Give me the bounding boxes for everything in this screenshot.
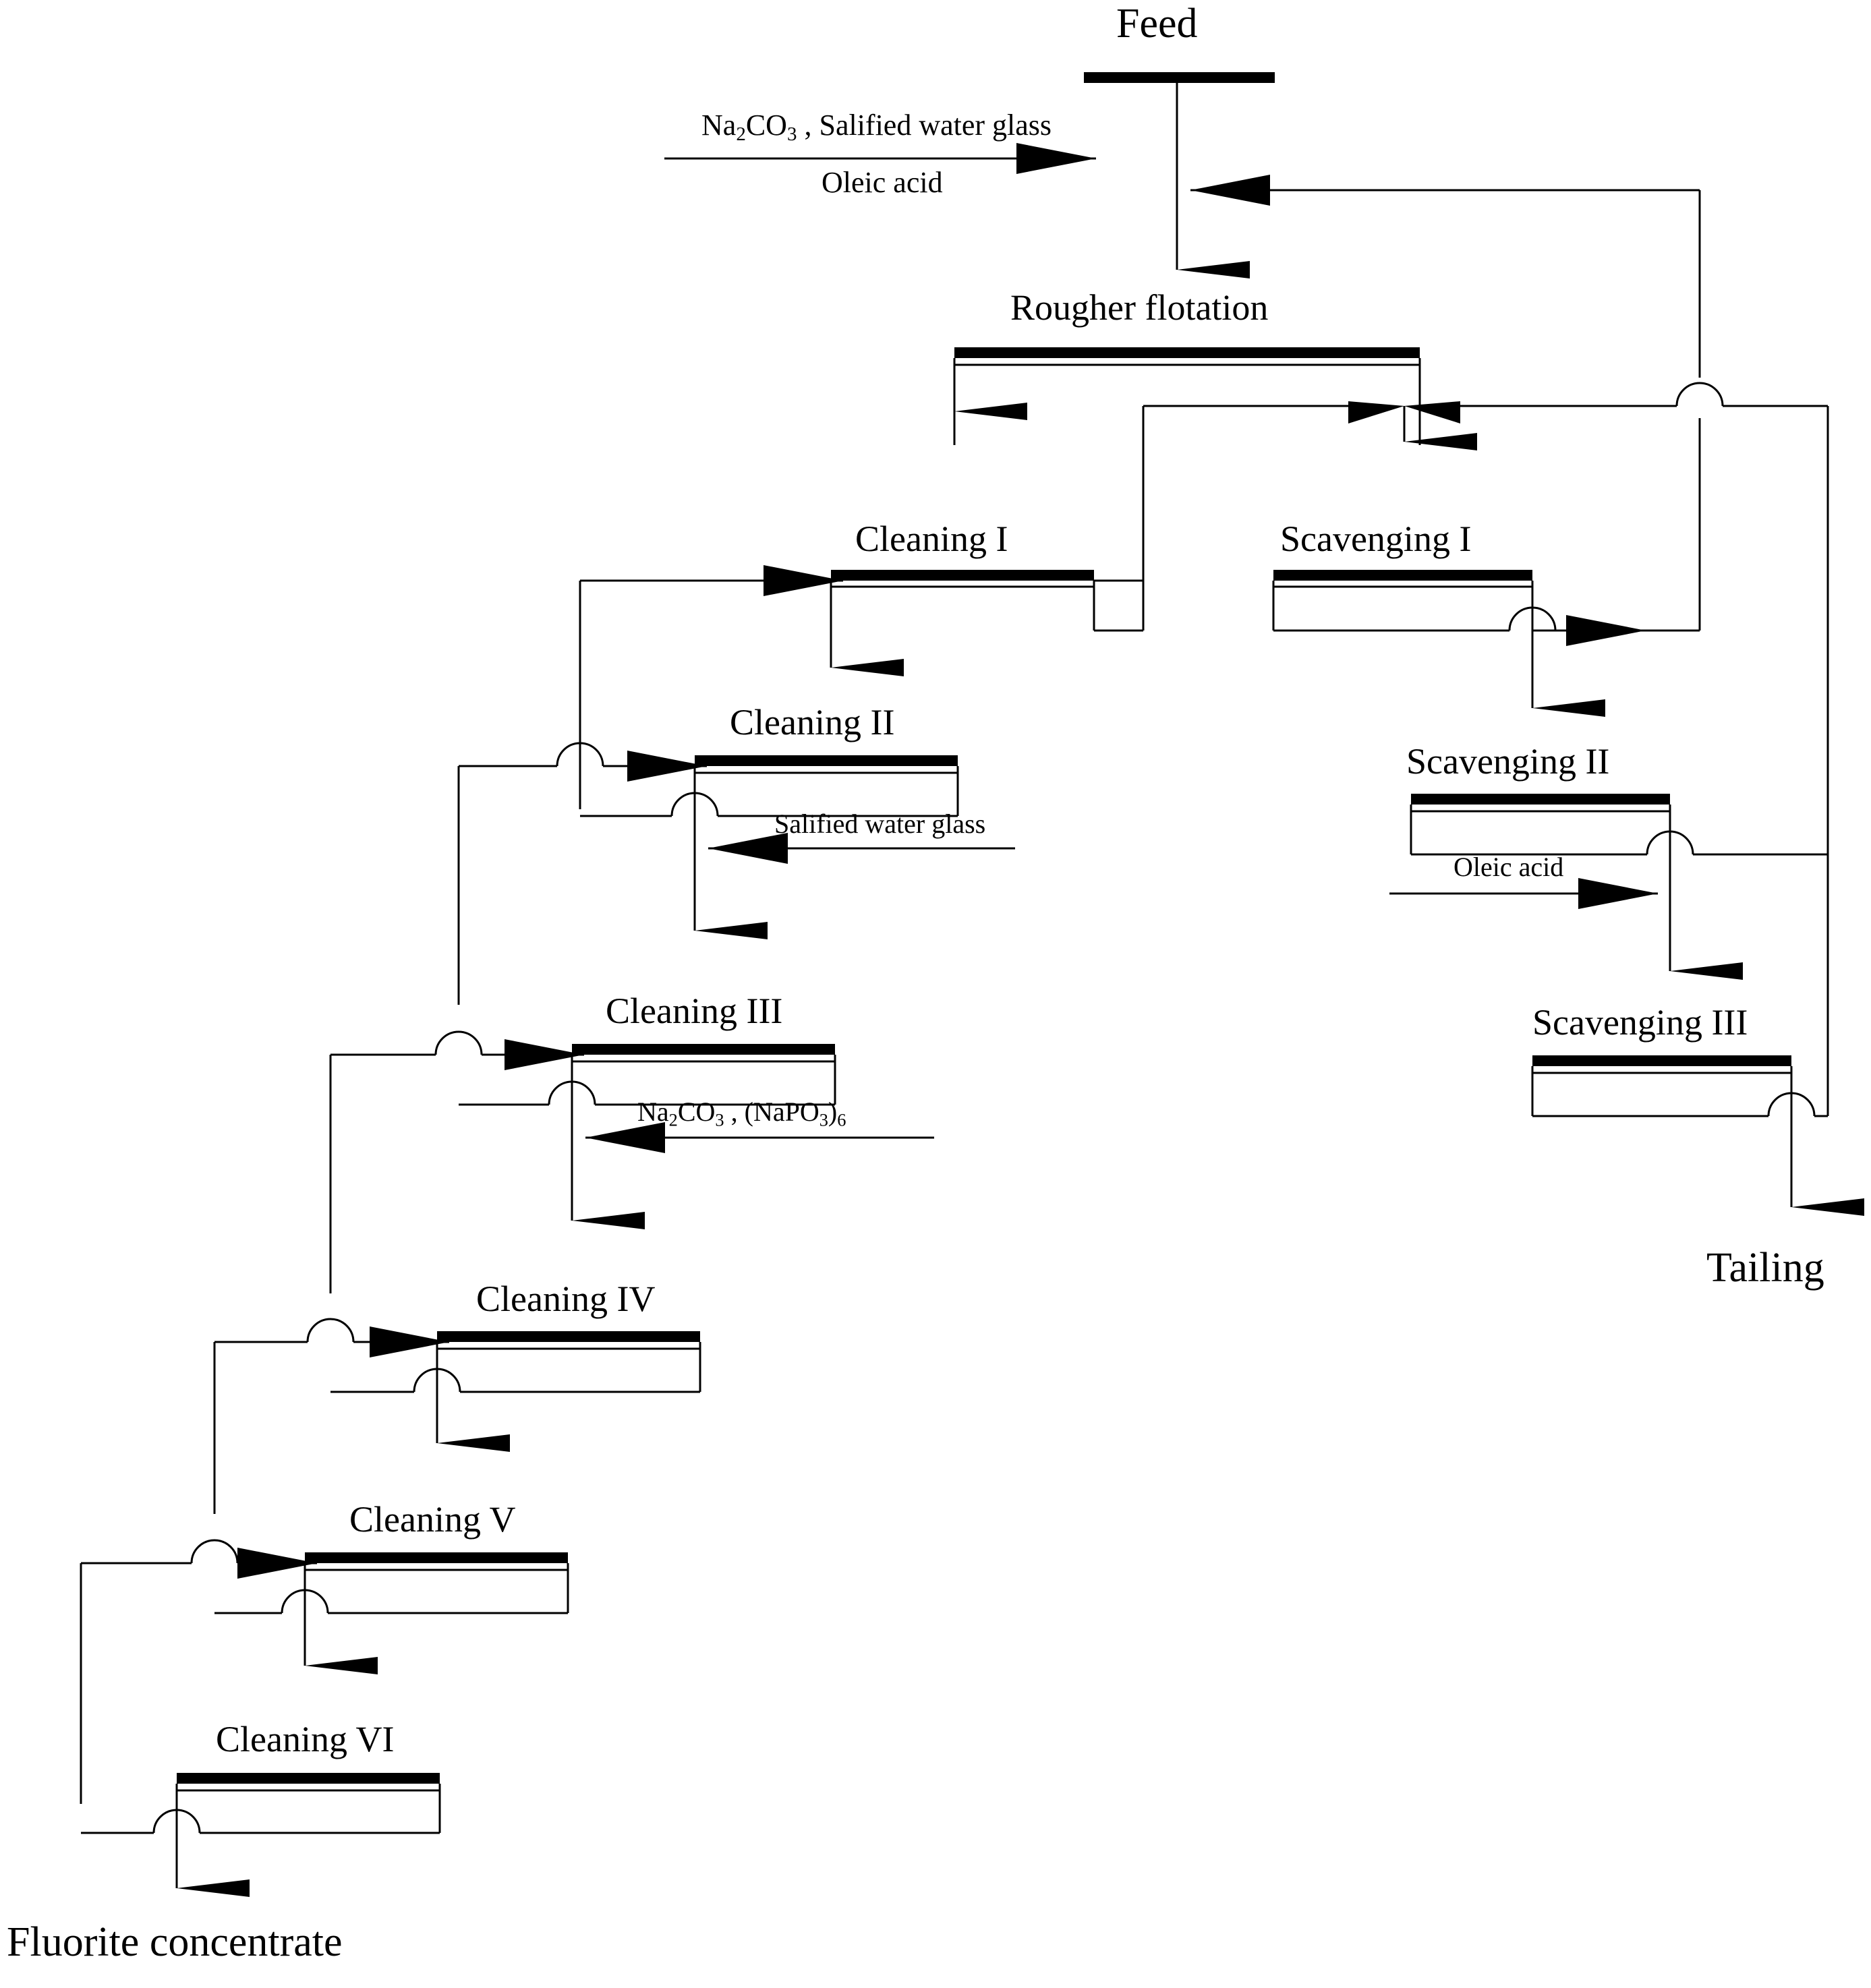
scav1-recycle-into-feed-arrow [1190,175,1701,378]
cleaning1-feed-arrow [579,565,843,809]
label-cleaning-1: Cleaning I [855,519,1008,559]
rougher-cell [953,347,1421,445]
label-reagent-cleaning3: Salified water glass [774,809,986,839]
scavenging2-froth-return [1646,830,1828,856]
cleaning2-tail-return [580,792,719,817]
label-fluorite-concentrate: Fluorite concentrate [7,1919,343,1965]
label-feed: Feed [1116,1,1198,47]
scavenging2-cell [1410,794,1671,856]
rougher-tail-bowtie [1348,401,1460,423]
scavenging3-cell [1531,1055,1793,1117]
label-tailing: Tailing [1706,1245,1824,1291]
cleaning3-feed-arrow [329,1039,584,1293]
scavenging1-cell [1272,570,1534,632]
cleaning2-feed-arrow [457,751,707,1005]
scav1-froth-return [1532,418,1701,646]
hop-arc-c3-feed [434,1030,483,1055]
cleaning1-cell [830,570,1094,631]
cleaning6-tail-return [81,1809,201,1834]
cleaning4-tail-return [330,1368,461,1393]
scavenging3-froth-return [1767,1092,1828,1117]
cleaning1-tail-return [1094,405,1348,631]
cleaning1-tail-stub [1093,581,1143,632]
cleaning4-feed-arrow [213,1326,449,1514]
cleaning5-feed-arrow [80,1548,317,1804]
label-cleaning-5: Cleaning V [349,1499,516,1540]
label-feed-reagents-line1: Na2CO3 , Salified water glass [701,109,1052,146]
label-rougher-flotation: Rougher flotation [1010,287,1269,328]
cleaning5-tail-return [214,1589,329,1614]
hop-arc-right-upper [1675,382,1724,407]
label-cleaning-3: Cleaning III [606,991,783,1031]
label-scavenging-3: Scavenging III [1532,1002,1748,1043]
label-scavenging-1: Scavenging I [1280,519,1472,559]
label-scavenging-2: Scavenging II [1406,741,1610,782]
scavenging1-to-scavenging2 [1508,587,1605,717]
rougher-tail-right-leg [1460,405,1829,1116]
hop-arc-c2-feed [556,742,604,767]
cleaning3-tail-return [459,1080,596,1106]
cleaning6-cell [175,1773,441,1834]
hop-arc-c4-feed [306,1318,355,1343]
cleaning4-cell [436,1331,701,1393]
label-reagent-scavenging3: Oleic acid [1453,852,1564,882]
label-cleaning-6: Cleaning VI [216,1719,395,1759]
label-reagent-cleaning4: Na2CO3 , (NaPO3)6 [637,1097,846,1130]
label-cleaning-2: Cleaning II [730,702,895,742]
cleaning3-cell [571,1044,836,1106]
cleaning5-cell [304,1552,569,1614]
hop-arc-c5-feed [190,1539,239,1564]
label-feed-reagents-line2: Oleic acid [822,166,943,199]
label-cleaning-4: Cleaning IV [476,1279,656,1319]
